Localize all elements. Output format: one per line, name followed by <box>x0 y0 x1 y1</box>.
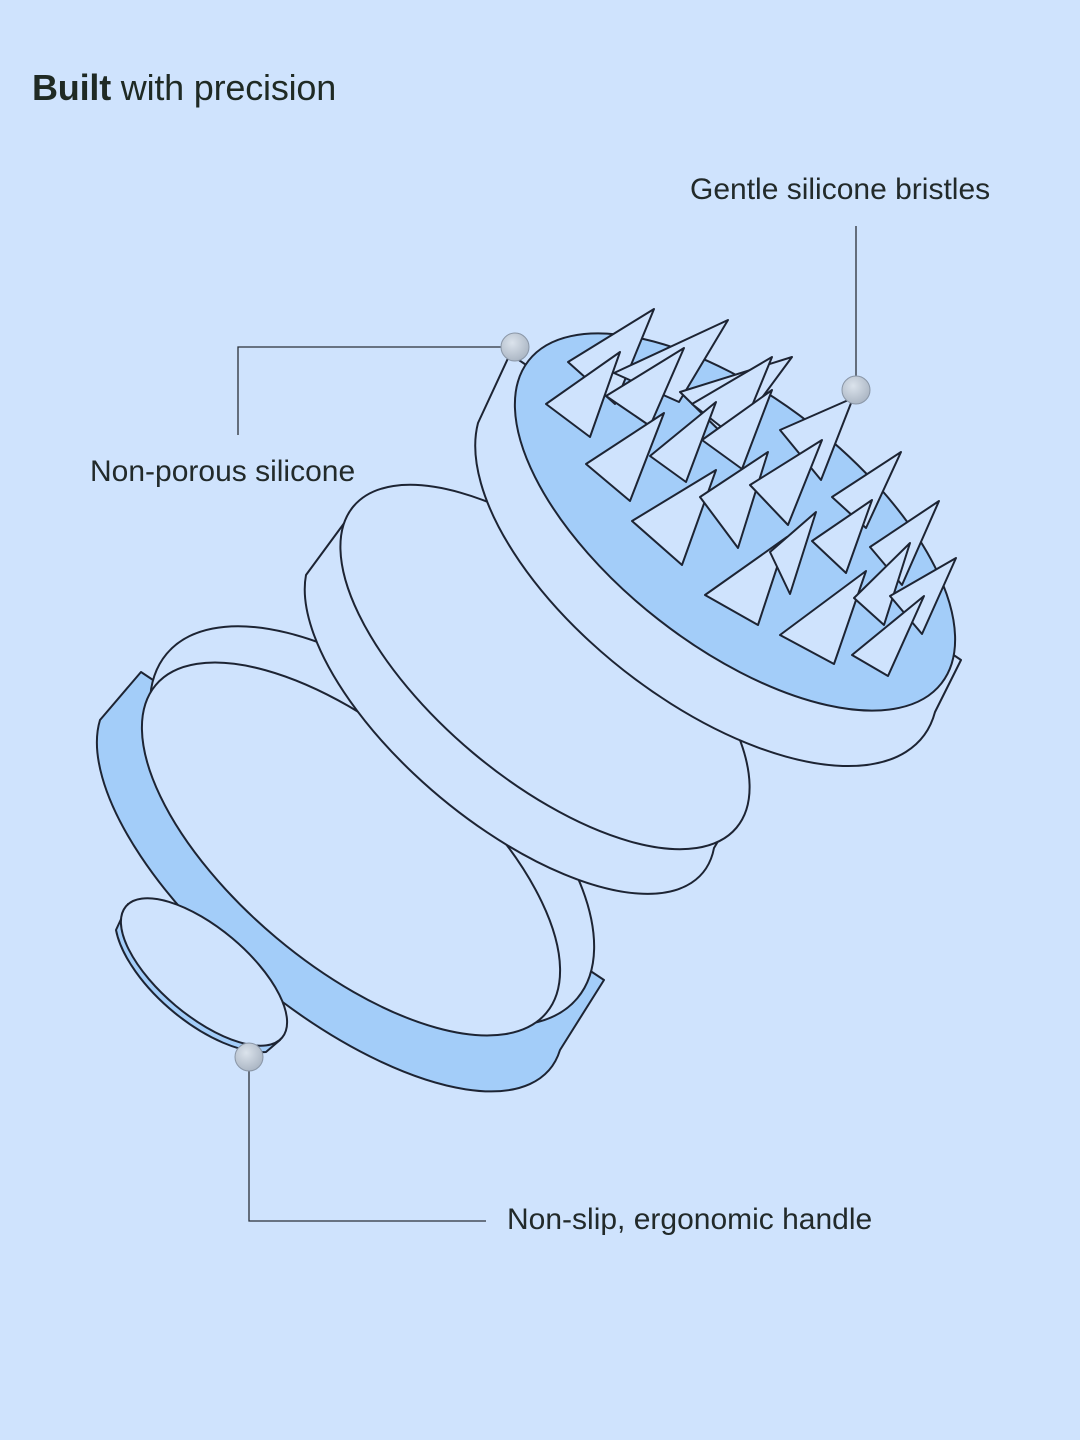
callout-ergonomic-handle: Non-slip, ergonomic handle <box>507 1203 873 1236</box>
callout-non-porous-silicone: Non-porous silicone <box>90 455 356 488</box>
title-rest: with precision <box>110 67 337 108</box>
callout-gentle-silicone-bristles: Gentle silicone bristles <box>690 173 991 206</box>
leader-lines <box>237 226 857 1222</box>
marker-dot-silicone <box>500 332 530 362</box>
marker-dots <box>234 332 871 1072</box>
base-handle-part <box>95 625 605 1093</box>
leader-line-silicone <box>237 346 515 435</box>
marker-dot-handle <box>234 1042 264 1072</box>
silicone-bristles <box>545 308 957 677</box>
marker-dot-bristles <box>841 375 871 405</box>
page-title: Built with precision <box>32 64 336 112</box>
leader-line-handle <box>248 1057 486 1222</box>
title-bold: Built <box>32 67 111 108</box>
bristle-head-part <box>474 308 962 768</box>
